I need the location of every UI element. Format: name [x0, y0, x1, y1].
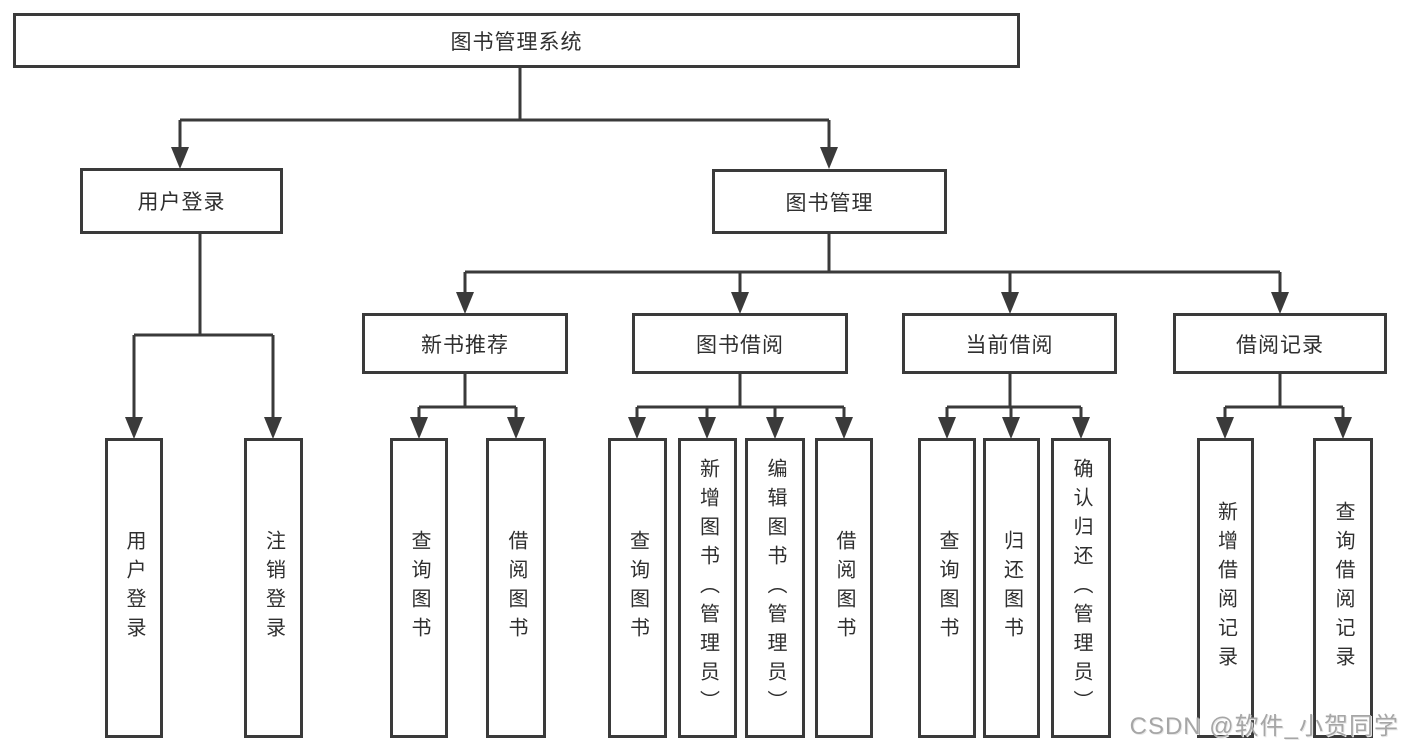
arrowhead-icon	[820, 147, 838, 169]
arrowhead-icon	[1216, 417, 1234, 439]
leaf-label: 新增借阅记录	[1214, 501, 1237, 675]
arrowhead-icon	[1072, 417, 1090, 439]
leaf-borrow-books-1: 借阅图书	[486, 438, 546, 738]
leaf-query-books-1: 查询图书	[390, 438, 448, 738]
leaf-label: 借阅图书	[833, 530, 855, 646]
arrowhead-icon	[938, 417, 956, 439]
leaf-label: 归还图书	[1000, 530, 1023, 646]
leaf-label: 借阅图书	[505, 530, 527, 646]
arrowhead-icon	[766, 417, 784, 439]
leaf-label: 注销登录	[262, 530, 285, 646]
arrowhead-icon	[410, 417, 428, 439]
node-user-login-branch: 用户登录	[80, 168, 283, 234]
arrowhead-icon	[698, 417, 716, 439]
arrowhead-icon	[1002, 417, 1020, 439]
node-borrowing-records: 借阅记录	[1173, 313, 1387, 374]
node-new-book-recommend: 新书推荐	[362, 313, 568, 374]
arrowhead-icon	[456, 292, 474, 314]
arrowhead-icon	[264, 417, 282, 439]
leaf-add-book-admin: 新增图书（管理员）	[678, 438, 737, 738]
leaf-label: 查询图书	[936, 530, 958, 646]
leaf-query-books-2: 查询图书	[608, 438, 667, 738]
leaf-confirm-return-admin: 确认归还（管理员）	[1051, 438, 1111, 738]
leaf-label: 确认归还（管理员）	[1070, 457, 1092, 719]
leaf-logout: 注销登录	[244, 438, 303, 738]
leaf-query-borrow-record: 查询借阅记录	[1313, 438, 1373, 738]
leaf-label: 新增图书（管理员）	[696, 457, 719, 719]
arrowhead-icon	[1334, 417, 1352, 439]
leaf-return-books: 归还图书	[983, 438, 1040, 738]
leaf-label: 查询借阅记录	[1332, 501, 1354, 675]
leaf-label: 查询图书	[626, 530, 649, 646]
arrowheads	[125, 147, 1352, 439]
arrowhead-icon	[1001, 292, 1019, 314]
node-current-borrowing: 当前借阅	[902, 313, 1117, 374]
arrowhead-icon	[171, 147, 189, 169]
arrowhead-icon	[1271, 292, 1289, 314]
leaf-edit-book-admin: 编辑图书（管理员）	[745, 438, 805, 738]
node-book-management: 图书管理	[712, 169, 947, 234]
leaf-label: 用户登录	[123, 530, 145, 646]
leaf-borrow-books-2: 借阅图书	[815, 438, 873, 738]
leaf-label: 查询图书	[408, 530, 430, 646]
arrowhead-icon	[731, 292, 749, 314]
arrowhead-icon	[125, 417, 143, 439]
leaf-add-borrow-record: 新增借阅记录	[1197, 438, 1254, 738]
arrowhead-icon	[507, 417, 525, 439]
arrowhead-icon	[628, 417, 646, 439]
node-book-borrowing: 图书借阅	[632, 313, 848, 374]
leaf-label: 编辑图书（管理员）	[764, 457, 786, 719]
node-root: 图书管理系统	[13, 13, 1020, 68]
leaf-user-login: 用户登录	[105, 438, 163, 738]
leaf-query-books-3: 查询图书	[918, 438, 976, 738]
arrowhead-icon	[835, 417, 853, 439]
